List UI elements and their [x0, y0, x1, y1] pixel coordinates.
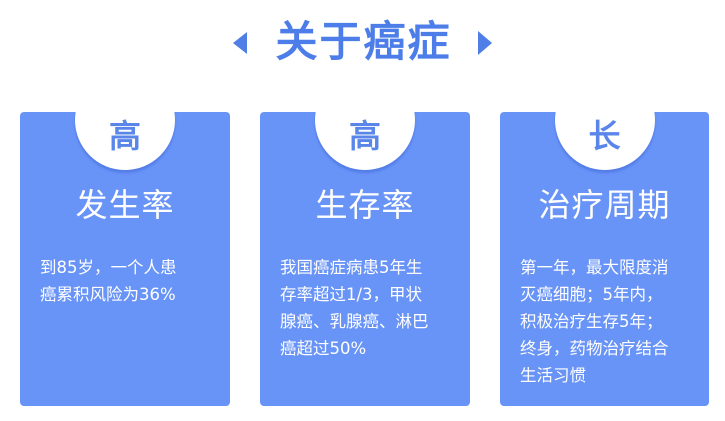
description-line: 终身，药物治疗结合: [520, 339, 669, 358]
page-header: 关于癌症: [0, 14, 725, 70]
card-subtitle: 发生率: [75, 186, 175, 224]
badge-circle: 高: [75, 112, 175, 170]
badge-label: 长: [588, 117, 621, 155]
description-line: 存率超过1/3，甲状: [280, 285, 423, 304]
triangle-right-icon: [477, 31, 492, 55]
badge-circle: 高: [315, 112, 415, 170]
badge-label: 高: [348, 117, 381, 155]
card-subtitle: 治疗周期: [538, 186, 671, 224]
badge-circle: 长: [554, 112, 655, 170]
description-line: 第一年，最大限度消: [520, 258, 669, 277]
card-incidence-rate: 高 发生率 到85岁，一个人患 癌累积风险为36%: [20, 112, 230, 406]
card-description: 第一年，最大限度消 灭癌细胞；5年内， 积极治疗生存5年； 终身，药物治疗结合 …: [520, 254, 695, 389]
description-line: 到85岁，一个人患: [40, 258, 177, 277]
description-line: 生活习惯: [520, 366, 586, 385]
card-survival-rate: 高 生存率 我国癌症病患5年生 存率超过1/3，甲状 腺癌、乳腺癌、淋巴 癌超过…: [260, 112, 470, 406]
description-line: 积极治疗生存5年；: [520, 312, 663, 331]
card-treatment-cycle: 长 治疗周期 第一年，最大限度消 灭癌细胞；5年内， 积极治疗生存5年； 终身，…: [500, 112, 709, 406]
card-subtitle: 生存率: [315, 186, 415, 224]
description-line: 我国癌症病患5年生: [280, 258, 423, 277]
page-title: 关于癌症: [275, 17, 452, 66]
triangle-left-icon: [233, 32, 248, 54]
description-line: 癌超过50%: [280, 339, 367, 358]
card-description: 我国癌症病患5年生 存率超过1/3，甲状 腺癌、乳腺癌、淋巴 癌超过50%: [280, 254, 456, 362]
description-line: 灭癌细胞；5年内，: [520, 285, 663, 304]
card-description: 到85岁，一个人患 癌累积风险为36%: [40, 254, 208, 308]
description-line: 腺癌、乳腺癌、淋巴: [280, 312, 429, 331]
description-line: 癌累积风险为36%: [40, 285, 176, 304]
badge-label: 高: [108, 117, 141, 155]
